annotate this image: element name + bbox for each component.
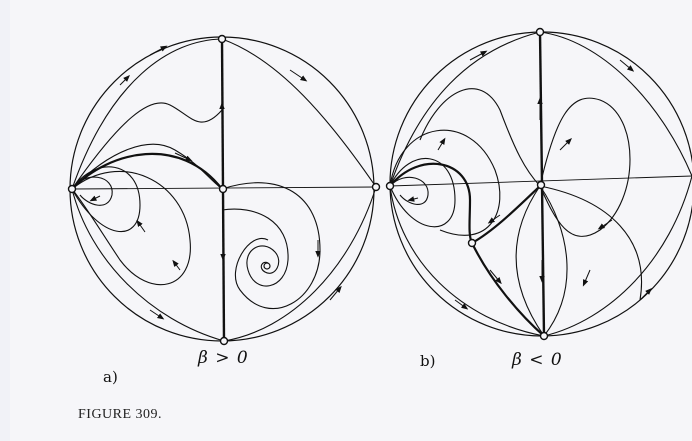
- panel-a-label: a): [103, 368, 118, 386]
- panel-a-node-left: [67, 184, 77, 194]
- panel-b-arrow: [619, 59, 635, 72]
- panel-a-trajectory: [71, 188, 225, 342]
- panel-a-arrow: [174, 152, 193, 162]
- panel-b-trajectory: [543, 175, 692, 337]
- panel-a-arrow: [119, 75, 130, 86]
- panel-a-large-loop: [71, 171, 191, 286]
- panel-b-small-loop: [389, 176, 429, 205]
- panel-b-arrow: [437, 137, 446, 151]
- panel-a-trajectory: [71, 143, 223, 190]
- panel-b-bold-separatrix: [389, 162, 474, 244]
- panel-b-arrow: [407, 196, 419, 202]
- panel-a-arrow: [329, 285, 342, 301]
- panel-b-trajectory: [419, 88, 541, 187]
- figure-caption: FIGURE 309.: [78, 407, 163, 422]
- panel-b-trajectory: [539, 185, 642, 301]
- panel-a-trajectory: [71, 102, 223, 190]
- panel-b-label: b): [420, 352, 436, 370]
- panel-a-trajectory: [221, 182, 321, 310]
- panel-a-arrow: [289, 69, 308, 82]
- panel-b-large-loop: [389, 129, 501, 236]
- panel-b-arrow: [639, 288, 652, 301]
- panel-b-arrow: [469, 50, 488, 61]
- panel-a-arrow: [136, 219, 146, 233]
- panel-a-trajectory: [71, 38, 223, 190]
- panel-b-loop: [389, 158, 456, 228]
- panel-a-arrow: [89, 195, 101, 202]
- panel-b-condition: β < 0: [512, 350, 563, 370]
- panel-b-trajectory: [539, 185, 568, 337]
- panel-b-arrow: [559, 138, 572, 151]
- panel-a-trajectory: [223, 186, 377, 342]
- panel-a-spiral: [221, 208, 289, 287]
- panel-b-trajectory: [539, 31, 692, 177]
- panel-b-arrow: [582, 269, 591, 287]
- panel-a-arrow: [172, 259, 181, 271]
- panel-a-small-loop: [71, 176, 113, 206]
- panel-b-portrait: [385, 27, 692, 341]
- panel-b-node-left: [385, 181, 395, 191]
- panel-b-trajectory: [515, 185, 545, 337]
- panel-a-saddle: [218, 184, 228, 194]
- panel-a-node-bottom: [219, 336, 229, 346]
- panel-a-arrow: [149, 45, 168, 56]
- panel-b-saddle: [467, 238, 477, 248]
- panel-a-spiral-center: [263, 262, 271, 270]
- panel-b-node-bottom: [539, 331, 549, 341]
- panel-b-trajectory: [389, 31, 541, 187]
- panel-b-center-point: [536, 180, 546, 190]
- panel-a-portrait: [67, 34, 381, 346]
- panel-b-trajectory: [539, 97, 631, 237]
- panel-b-trajectory: [389, 185, 545, 337]
- panel-b-bold-separatrix: [471, 242, 545, 337]
- panel-b-arrow: [489, 269, 502, 285]
- panel-a-loop: [71, 166, 141, 233]
- panel-b-node-top: [535, 27, 545, 37]
- panel-b-arrow: [597, 219, 613, 230]
- panel-b-arrow: [487, 214, 501, 224]
- panel-b-arrow: [454, 299, 469, 310]
- panel-a-trajectory: [221, 38, 377, 188]
- panel-b-bold-separatrix: [471, 185, 541, 244]
- panel-a-node-top: [217, 34, 227, 44]
- panel-a-node-right: [371, 182, 381, 192]
- panel-a-condition: β > 0: [198, 348, 249, 368]
- panel-a-bold-separatrix: [71, 152, 223, 190]
- panel-a-arrow: [149, 309, 165, 320]
